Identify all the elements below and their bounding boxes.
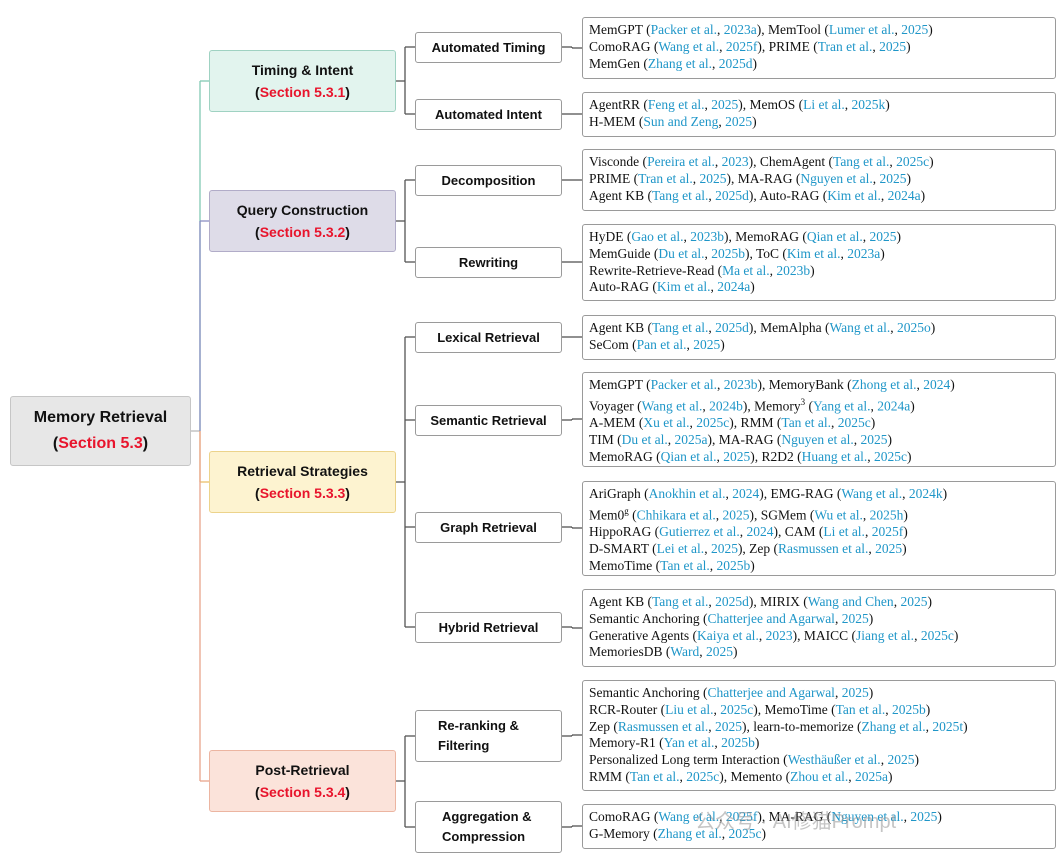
category-query-construction: Query Construction (Section 5.3.2) xyxy=(209,190,396,252)
reference-line: MemoriesDB (Ward, 2025) xyxy=(589,644,738,660)
reference-line: Generative Agents (Kaiya et al., 2023), … xyxy=(589,627,959,643)
reference-line: Agent KB (Tang et al., 2025d), MemAlpha … xyxy=(589,320,936,335)
reference-line: RCR-Router (Liu et al., 2025c), MemoTime… xyxy=(589,701,931,717)
reference-line: HippoRAG (Gutierrez et al., 2024), CAM (… xyxy=(589,524,908,540)
reference-line: ComoRAG (Wang et al., 2025f), PRIME (Tra… xyxy=(589,38,911,54)
subcategory-lexical-retrieval: Lexical Retrieval xyxy=(415,322,562,353)
leaf-automated-timing: MemGPT (Packer et al., 2023a), MemTool (… xyxy=(582,17,1056,79)
category-title: Retrieval Strategies xyxy=(237,463,368,479)
subcategory-hybrid-retrieval: Hybrid Retrieval xyxy=(415,612,562,643)
subcategory-decomposition: Decomposition xyxy=(415,165,562,196)
reference-line: Semantic Anchoring (Chatterjee and Agarw… xyxy=(589,610,874,626)
subcategory-semantic-retrieval: Semantic Retrieval xyxy=(415,405,562,436)
subcategory-reranking-filtering: Re-ranking & Filtering xyxy=(415,710,562,762)
reference-line: Personalized Long term Interaction (West… xyxy=(589,752,919,768)
category-timing-intent: Timing & Intent (Section 5.3.1) xyxy=(209,50,396,112)
reference-line: AgentRR (Feng et al., 2025), MemOS (Li e… xyxy=(589,97,890,112)
leaf-automated-intent: AgentRR (Feng et al., 2025), MemOS (Li e… xyxy=(582,92,1056,137)
category-section-ref: (Section 5.3.1) xyxy=(255,84,350,100)
category-retrieval-strategies: Retrieval Strategies (Section 5.3.3) xyxy=(209,451,396,513)
leaf-rewriting: HyDE (Gao et al., 2023b), MemoRAG (Qian … xyxy=(582,224,1056,301)
reference-line: SeCom (Pan et al., 2025) xyxy=(589,336,725,352)
category-title: Timing & Intent xyxy=(251,62,354,78)
reference-line: Zep (Rasmussen et al., 2025), learn-to-m… xyxy=(589,718,968,734)
reference-line: RMM (Tan et al., 2025c), Memento (Zhou e… xyxy=(589,768,893,784)
reference-line: Auto-RAG (Kim et al., 2024a) xyxy=(589,279,755,295)
reference-line: MemGPT (Packer et al., 2023a), MemTool (… xyxy=(589,22,933,37)
reference-line: AriGraph (Anokhin et al., 2024), EMG-RAG… xyxy=(589,486,948,501)
reference-line: ComoRAG (Wang et al., 2025f), MA-RAG (Ng… xyxy=(589,809,942,824)
category-title: Post-Retrieval xyxy=(255,762,350,778)
reference-line: MemGPT (Packer et al., 2023b), MemoryBan… xyxy=(589,377,955,392)
reference-line: Voyager (Wang et al., 2024b), Memory3 (Y… xyxy=(589,396,915,414)
reference-line: Mem0g (Chhikara et al., 2025), SGMem (Wu… xyxy=(589,505,908,523)
reference-line: MemGuide (Du et al., 2025b), ToC (Kim et… xyxy=(589,245,885,261)
leaf-hybrid-retrieval: Agent KB (Tang et al., 2025d), MIRIX (Wa… xyxy=(582,589,1056,667)
reference-line: G-Memory (Zhang et al., 2025c) xyxy=(589,825,766,841)
leaf-aggregation-compression: ComoRAG (Wang et al., 2025f), MA-RAG (Ng… xyxy=(582,804,1056,849)
reference-line: D-SMART (Lei et al., 2025), Zep (Rasmuss… xyxy=(589,540,907,556)
reference-line: Rewrite-Retrieve-Read (Ma et al., 2023b) xyxy=(589,262,815,278)
reference-line: Visconde (Pereira et al., 2023), ChemAge… xyxy=(589,154,934,169)
leaf-reranking-filtering: Semantic Anchoring (Chatterjee and Agarw… xyxy=(582,680,1056,791)
category-post-retrieval: Post-Retrieval (Section 5.3.4) xyxy=(209,750,396,812)
root-title: Memory Retrieval xyxy=(33,409,168,426)
reference-line: PRIME (Tran et al., 2025), MA-RAG (Nguye… xyxy=(589,170,911,186)
root-node-memory-retrieval: Memory Retrieval (Section 5.3) xyxy=(10,396,191,466)
subcategory-rewriting: Rewriting xyxy=(415,247,562,278)
category-section-ref: (Section 5.3.2) xyxy=(255,224,350,240)
reference-line: Semantic Anchoring (Chatterjee and Agarw… xyxy=(589,685,874,700)
category-title: Query Construction xyxy=(236,202,369,218)
reference-line: HyDE (Gao et al., 2023b), MemoRAG (Qian … xyxy=(589,229,901,244)
reference-line: Agent KB (Tang et al., 2025d), MIRIX (Wa… xyxy=(589,594,932,609)
reference-line: A-MEM (Xu et al., 2025c), RMM (Tan et al… xyxy=(589,415,876,431)
leaf-graph-retrieval: AriGraph (Anokhin et al., 2024), EMG-RAG… xyxy=(582,481,1056,576)
reference-line: MemoRAG (Qian et al., 2025), R2D2 (Huang… xyxy=(589,448,912,464)
reference-line: H-MEM (Sun and Zeng, 2025) xyxy=(589,113,757,129)
reference-line: TIM (Du et al., 2025a), MA-RAG (Nguyen e… xyxy=(589,431,892,447)
category-section-ref: (Section 5.3.3) xyxy=(255,485,350,501)
subcategory-automated-timing: Automated Timing xyxy=(415,32,562,63)
root-section-ref: (Section 5.3) xyxy=(52,435,149,452)
category-section-ref: (Section 5.3.4) xyxy=(255,784,350,800)
leaf-semantic-retrieval: MemGPT (Packer et al., 2023b), MemoryBan… xyxy=(582,372,1056,467)
reference-line: MemoTime (Tan et al., 2025b) xyxy=(589,557,755,573)
reference-line: MemGen (Zhang et al., 2025d) xyxy=(589,55,757,71)
subcategory-aggregation-compression: Aggregation & Compression xyxy=(415,801,562,853)
reference-line: Agent KB (Tang et al., 2025d), Auto-RAG … xyxy=(589,187,926,203)
leaf-lexical-retrieval: Agent KB (Tang et al., 2025d), MemAlpha … xyxy=(582,315,1056,360)
reference-line: Memory-R1 (Yan et al., 2025b) xyxy=(589,735,760,751)
leaf-decomposition: Visconde (Pereira et al., 2023), ChemAge… xyxy=(582,149,1056,211)
subcategory-graph-retrieval: Graph Retrieval xyxy=(415,512,562,543)
subcategory-automated-intent: Automated Intent xyxy=(415,99,562,130)
